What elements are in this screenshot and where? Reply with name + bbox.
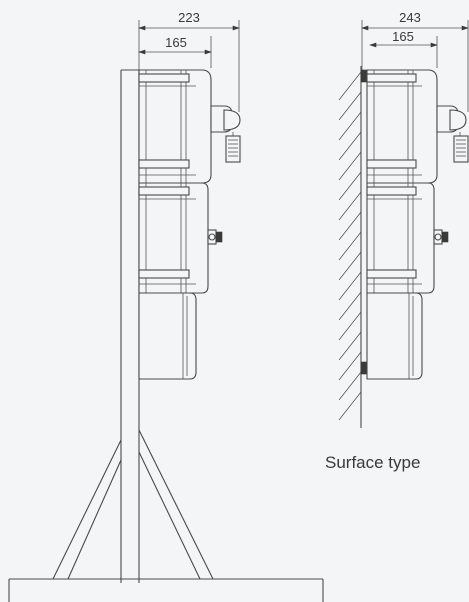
dimension-label-243: 243: [399, 10, 421, 25]
stand-mounted-assembly: 223 165: [8, 10, 324, 602]
dimension-label-165: 165: [165, 35, 187, 50]
mounting-wall: [338, 66, 362, 428]
upper-enclosure: [138, 69, 241, 184]
lower-enclosure: [138, 292, 197, 380]
middle-enclosure-surface: [366, 182, 449, 294]
dimension-165-right: 165: [369, 29, 438, 68]
middle-enclosure: [138, 182, 223, 294]
stand-base: [8, 578, 324, 602]
dimension-243: 243: [361, 10, 469, 112]
wall-brackets: [360, 69, 368, 375]
rotary-handle-icon: [210, 105, 241, 163]
surface-type-caption: Surface type: [325, 453, 420, 472]
stand-braces: [52, 429, 214, 580]
stand-post: [120, 69, 140, 583]
dimension-223: 223: [138, 10, 240, 112]
dimension-165: 165: [138, 35, 212, 68]
knob-icon: [207, 229, 223, 245]
knob-icon: [433, 229, 449, 245]
surface-mounted-assembly: 243 165: [325, 10, 469, 472]
upper-enclosure-surface: [366, 69, 469, 184]
rotary-handle-icon: [436, 105, 469, 163]
lower-enclosure-surface: [366, 292, 423, 380]
dimension-label-223: 223: [178, 10, 200, 25]
dimension-label-165-right: 165: [392, 29, 414, 44]
